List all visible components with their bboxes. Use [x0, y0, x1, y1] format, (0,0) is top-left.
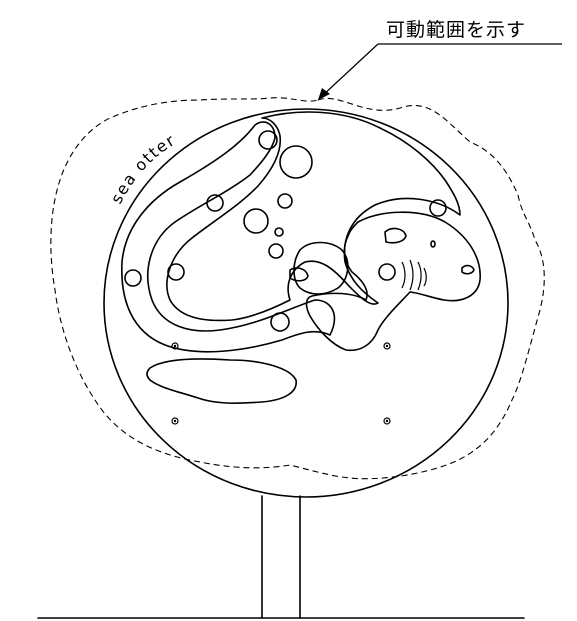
mounting-bolts — [171, 342, 391, 425]
curved-channel-outer — [121, 121, 336, 353]
hole — [378, 263, 396, 281]
hole — [277, 193, 293, 209]
otter-body — [305, 211, 481, 352]
callout-arrowhead — [318, 88, 330, 100]
callout: 可動範囲を示す — [318, 19, 562, 100]
otter-paw-tip — [289, 267, 309, 282]
cheese-holes — [124, 130, 447, 332]
hole — [243, 208, 269, 234]
mounting-bolt-icon — [171, 342, 179, 350]
hole — [429, 199, 447, 217]
otter-nose — [461, 264, 475, 275]
otter-whisker — [401, 261, 406, 289]
otter-ear — [384, 227, 407, 244]
otter-whisker — [417, 261, 422, 291]
cheese-region — [166, 111, 461, 322]
hole — [274, 227, 284, 237]
mounting-bolt-icon — [383, 417, 391, 425]
support-post — [261, 495, 301, 619]
hole — [167, 263, 185, 281]
hole — [124, 269, 142, 287]
callout-label: 可動範囲を示す — [386, 19, 526, 41]
hole — [206, 194, 224, 212]
hole — [270, 312, 290, 332]
callout-leader-line — [321, 43, 379, 97]
sea-otter-icon — [289, 211, 481, 352]
hole — [268, 243, 284, 259]
otter-eye — [430, 240, 436, 248]
hole — [279, 145, 313, 179]
mounting-bolt-icon — [383, 342, 391, 350]
otter-whisker — [409, 259, 414, 291]
hole — [258, 130, 278, 150]
movement-range-outline — [50, 97, 545, 480]
lower-slot — [146, 358, 297, 404]
mounting-bolt-icon — [171, 417, 179, 425]
otter-paw — [293, 241, 349, 295]
board-disc — [103, 108, 509, 498]
board-engraved-text: sea otter — [107, 130, 179, 207]
otter-whisker — [423, 267, 427, 287]
